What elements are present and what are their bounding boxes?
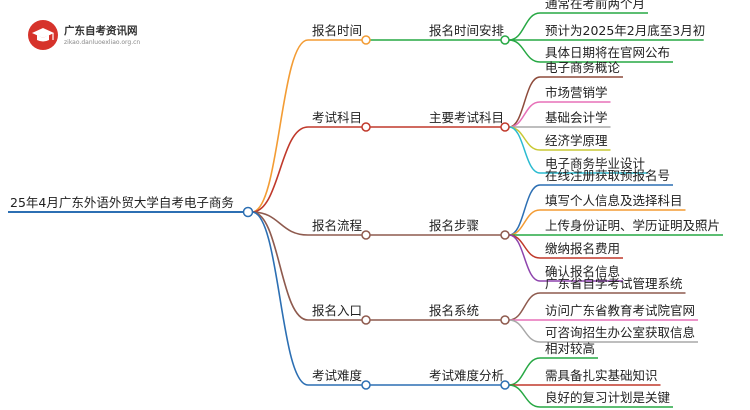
leaf-label: 填写个人信息及选择科目 [545,193,683,208]
child-node-dot [500,35,510,45]
child-to-leaf-connector [508,209,541,236]
branch-label: 考试科目 [312,110,362,125]
leaf-label: 良好的复习计划是关键 [545,390,671,405]
node-layer: 25年4月广东外语外贸大学自考电子商务 报名时间 报名时间安排 通常在考前两个月预计为… [10,0,720,405]
root-to-branch-connector [251,211,309,386]
child-node-dot [500,122,510,132]
child-node-dot [500,315,510,325]
leaf-label: 市场营销学 [545,85,608,100]
root-node-dot [242,206,254,218]
leaf-label: 确认报名信息 [545,264,620,279]
child-label: 报名时间安排 [429,23,505,38]
child-label: 报名步骤 [429,218,479,233]
branch-node-dot [361,315,371,325]
branch-node-dot [361,380,371,390]
root-to-branch-connector [251,39,309,213]
leaf-label: 相对较高 [545,341,595,356]
graduation-cap-icon [28,20,58,50]
leaf-label: 访问广东省教育考试院官网 [545,303,695,318]
leaf-label: 需具备扎实基础知识 [545,368,658,383]
branch-node-dot [361,230,371,240]
leaf-label: 基础会计学 [545,110,608,125]
branch-label: 报名流程 [312,218,363,233]
child-to-leaf-connector [508,101,541,128]
leaf-label: 在线注册获取预报名号 [545,168,670,183]
leaf-label: 经济学原理 [545,133,608,148]
leaf-label: 上传身份证明、学历证明及照片 [545,218,720,233]
child-to-leaf-connector [508,12,541,41]
child-to-leaf-connector [508,292,541,321]
root-to-branch-connector [251,126,309,213]
child-to-leaf-connector [508,319,541,343]
leaf-label: 电子商务毕业设计 [545,156,645,171]
child-label: 主要考试科目 [429,110,504,125]
child-label: 报名系统 [429,303,479,318]
root-node-label: 25年4月广东外语外贸大学自考电子商务 [10,195,234,210]
child-node-dot [500,380,510,390]
branch-label: 报名入口 [312,303,362,318]
leaf-label: 广东省自学考试管理系统 [545,276,683,291]
site-logo: 广东自考资讯网 zikao.danluoexliao.org.cn [24,18,174,58]
branch-label: 报名时间 [312,23,362,38]
connector-lines [8,12,723,408]
leaf-label: 预计为2025年2月底至3月初 [545,23,705,38]
root-to-branch-connector [251,211,309,321]
leaf-label: 缴纳报名费用 [545,241,620,256]
leaf-label: 可咨询招生办公室获取信息 [545,325,695,340]
child-to-leaf-connector [508,39,541,63]
child-to-leaf-connector [508,234,541,282]
branch-node-dot [361,122,371,132]
leaf-label: 通常在考前两个月 [545,0,645,11]
branch-label: 考试难度 [312,368,363,383]
child-to-leaf-connector [508,357,541,386]
child-to-leaf-connector [508,184,541,236]
child-to-leaf-connector [508,234,541,259]
child-label: 考试难度分析 [429,368,504,383]
branch-node-dot [361,35,371,45]
child-to-leaf-connector [508,384,541,408]
leaf-label: 具体日期将在官网公布 [545,45,670,60]
child-to-leaf-connector [508,126,541,174]
logo-subtitle: zikao.danluoexliao.org.cn [64,39,141,46]
child-to-leaf-connector [508,76,541,128]
child-node-dot [500,230,510,240]
logo-title: 广东自考资讯网 [64,25,138,37]
leaf-label: 电子商务概论 [545,60,621,75]
root-to-branch-connector [251,211,309,236]
child-to-leaf-connector [508,126,541,151]
